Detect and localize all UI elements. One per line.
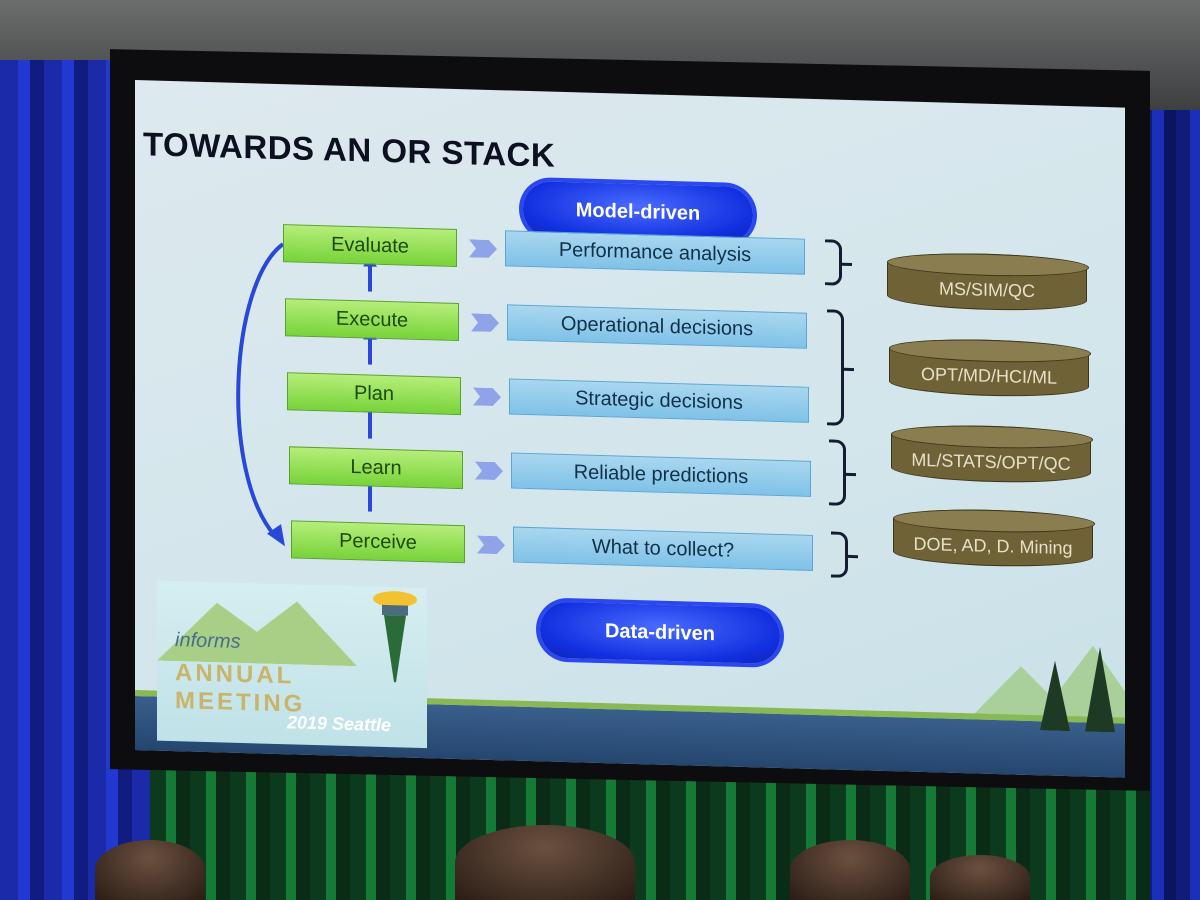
step-label: Plan (353, 381, 395, 405)
database-cylinder: MS/SIM/QC (887, 251, 1087, 313)
database-label: DOE, AD, D. Mining (913, 533, 1073, 559)
logo-year-city: 2019 Seattle (287, 712, 392, 736)
step-label: Evaluate (331, 232, 409, 258)
brace (827, 309, 844, 426)
step-execute: Execute (285, 298, 459, 342)
database-label: MS/SIM/QC (938, 278, 1035, 302)
step-learn: Learn (289, 446, 463, 490)
step-label: Execute (335, 307, 409, 332)
database-label: OPT/MD/HCI/ML (920, 363, 1057, 388)
audience-head (930, 855, 1030, 900)
data-driven-label: Data-driven (604, 619, 716, 645)
presentation-slide: TOWARDS AN OR STACK Model-driven Evaluat… (135, 80, 1125, 778)
mountain-icon (157, 591, 357, 667)
step-label: Perceive (339, 529, 417, 554)
logo-org: informs (175, 629, 241, 653)
informs-annual-meeting-logo: informs ANNUAL MEETING 2019 Seattle (157, 580, 427, 749)
database-cylinder: OPT/MD/HCI/ML (889, 337, 1089, 399)
step-evaluate: Evaluate (283, 224, 457, 267)
data-driven-cloud: Data-driven (540, 601, 780, 665)
step-plan: Plan (287, 372, 461, 416)
brace (831, 531, 848, 578)
brace (829, 439, 846, 506)
desc-label: Operational decisions (560, 312, 754, 340)
desc-label: Performance analysis (558, 238, 752, 266)
desc-label: Reliable predictions (573, 460, 749, 488)
audience-head (95, 840, 205, 900)
brace (825, 239, 842, 286)
step-perceive: Perceive (291, 520, 465, 564)
audience-head (455, 825, 635, 900)
database-cylinder: DOE, AD, D. Mining (893, 507, 1093, 569)
database-label: ML/STATS/OPT/QC (911, 449, 1071, 475)
desc-label: Strategic decisions (575, 386, 743, 414)
space-needle-icon (373, 591, 417, 683)
desc-label: What to collect? (591, 535, 735, 562)
step-label: Learn (350, 455, 402, 479)
database-cylinder: ML/STATS/OPT/QC (891, 423, 1091, 485)
audience-head (790, 840, 910, 900)
